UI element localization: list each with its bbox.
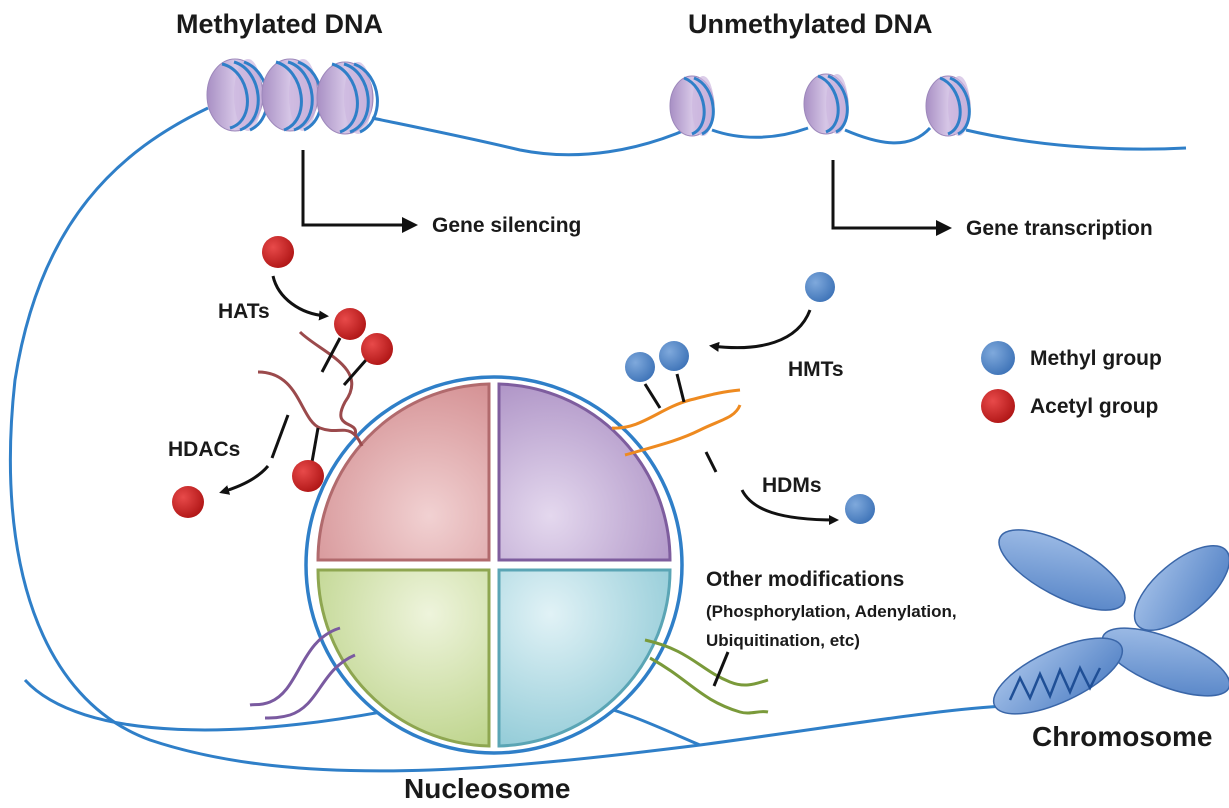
histone-tail-green — [649, 656, 769, 715]
dna-strand-top-linker — [371, 116, 691, 157]
hats-arrow — [271, 275, 329, 321]
gene-transcription-label: Gene transcription — [966, 217, 1153, 240]
legend-methyl-swatch — [981, 341, 1015, 375]
histone-tail-orange — [624, 404, 742, 457]
unmethylated-nucleosome — [925, 75, 971, 137]
unmethylated-nucleosome — [803, 73, 849, 135]
methylated-dna-title: Methylated DNA — [176, 9, 383, 39]
hats-label: HATs — [218, 300, 270, 323]
acetyl-stick — [342, 359, 368, 386]
histone-quadrant-red — [316, 382, 491, 562]
histone-tail-red — [298, 330, 357, 436]
histone-tail-purple — [249, 626, 341, 707]
hdacs-label: HDACs — [168, 438, 240, 461]
hdms-arrow — [740, 489, 839, 525]
legend: Methyl group Acetyl group — [981, 341, 1162, 423]
legend-methyl-label: Methyl group — [1030, 347, 1162, 370]
acetyl-group-free — [262, 236, 294, 268]
methylated-nucleosome-cluster — [206, 58, 379, 135]
nucleosome-core — [304, 375, 684, 755]
methyl-stick — [643, 383, 662, 409]
gene-silencing-label: Gene silencing — [432, 214, 581, 237]
methyl-stick — [675, 373, 686, 403]
hmts-label: HMTs — [788, 358, 844, 381]
hdms-label: HDMs — [762, 474, 822, 497]
histone-quadrant-green — [316, 568, 491, 748]
other-modifications-detail-1: (Phosphorylation, Adenylation, — [706, 602, 957, 621]
other-modifications-label: Other modifications — [706, 568, 904, 591]
acetyl-stick-broken — [270, 414, 290, 459]
dna-strand-top-linker-3 — [844, 126, 932, 145]
gene-transcription-arrow — [831, 160, 952, 236]
legend-acetyl-swatch — [981, 389, 1015, 423]
histone-disc — [316, 61, 379, 135]
other-modifications-detail-2: Ubiquitination, etc) — [706, 631, 860, 650]
dna-strand-main — [8, 106, 1036, 773]
histone-quadrant-purple — [497, 382, 672, 562]
dna-strand-top-linker-2 — [711, 126, 809, 139]
hmts-arrow — [709, 309, 812, 352]
methyl-group-attached — [625, 352, 655, 382]
acetyl-group-attached — [334, 308, 366, 340]
histone-tail-green — [644, 638, 769, 687]
chromosome-label: Chromosome — [1032, 721, 1212, 752]
legend-acetyl-label: Acetyl group — [1030, 395, 1158, 418]
chromosome-icon — [992, 529, 1229, 715]
methyl-group-attached — [659, 341, 689, 371]
histone-disc — [261, 58, 323, 132]
histone-quadrant-cyan — [497, 568, 672, 748]
methyl-stick-broken — [704, 451, 718, 473]
methyl-group-removed — [845, 494, 875, 524]
unmethylated-nucleosome — [669, 75, 715, 137]
methyl-group-free — [805, 272, 835, 302]
acetyl-stick — [320, 337, 342, 373]
histone-tail-orange — [611, 388, 741, 430]
acetyl-group-attached — [361, 333, 393, 365]
nucleosome-label: Nucleosome — [404, 773, 571, 804]
histone-tail-purple — [264, 653, 356, 720]
other-modifications-pointer — [712, 651, 730, 687]
histone-disc — [206, 58, 269, 132]
acetyl-group-attached — [292, 460, 324, 492]
acetyl-group-removed — [172, 486, 204, 518]
acetyl-stick — [310, 427, 320, 463]
dna-strand-top-tail — [965, 128, 1187, 151]
gene-silencing-arrow — [301, 150, 418, 233]
unmethylated-dna-title: Unmethylated DNA — [688, 9, 933, 39]
hdacs-arrow — [219, 465, 270, 495]
histone-tail-red — [257, 370, 364, 447]
